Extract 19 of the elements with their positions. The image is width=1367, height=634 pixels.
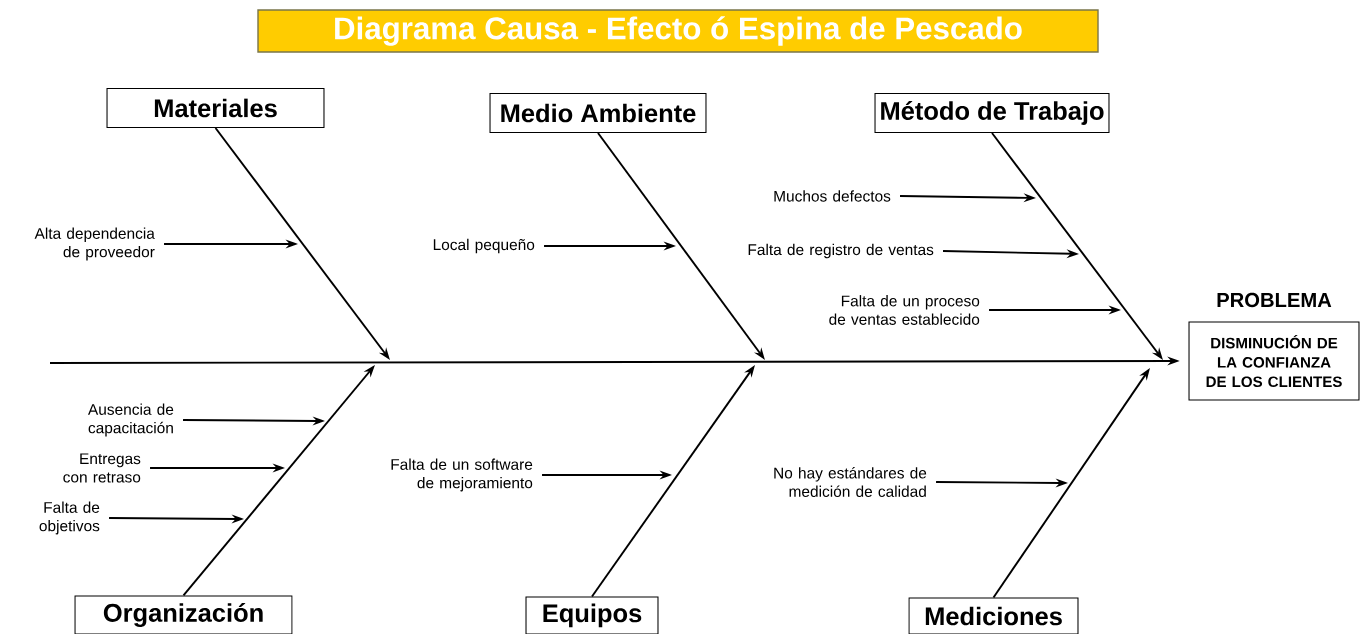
cause-label: Falta de objetivos xyxy=(39,501,100,535)
cause-label: Falta de un proceso de ventas establecido xyxy=(829,295,980,325)
problem-box: DISMINUCIÓN DE LA CONFIANZA DE LOS CLIENTES xyxy=(1188,321,1360,401)
category-box: Organización xyxy=(74,595,293,634)
cause-label: Ausencia de capacitación xyxy=(87,403,174,437)
cause-label: Local pequeño xyxy=(433,238,535,254)
cause-label: No hay estándares de medición de calidad xyxy=(774,467,927,497)
category-box: Medio Ambiente xyxy=(489,92,707,133)
title-banner: Diagrama Causa - Efecto ó Espina de Pescado xyxy=(257,9,1099,53)
category-box: Materiales xyxy=(106,87,325,128)
category-box: Equipos xyxy=(525,596,659,634)
cause-label: Falta de un software de mejoramiento xyxy=(391,458,533,492)
cause-label: Muchos defectos xyxy=(774,190,891,202)
problem-heading: PROBLEMA xyxy=(1217,292,1332,308)
cause-label: Alta dependencia de proveedor xyxy=(34,227,155,261)
category-box: Método de Trabajo xyxy=(874,92,1110,133)
cause-label: Falta de registro de ventas xyxy=(748,243,934,259)
cause-label: Entregas con retraso xyxy=(63,453,141,483)
category-box: Mediciones xyxy=(908,597,1079,634)
